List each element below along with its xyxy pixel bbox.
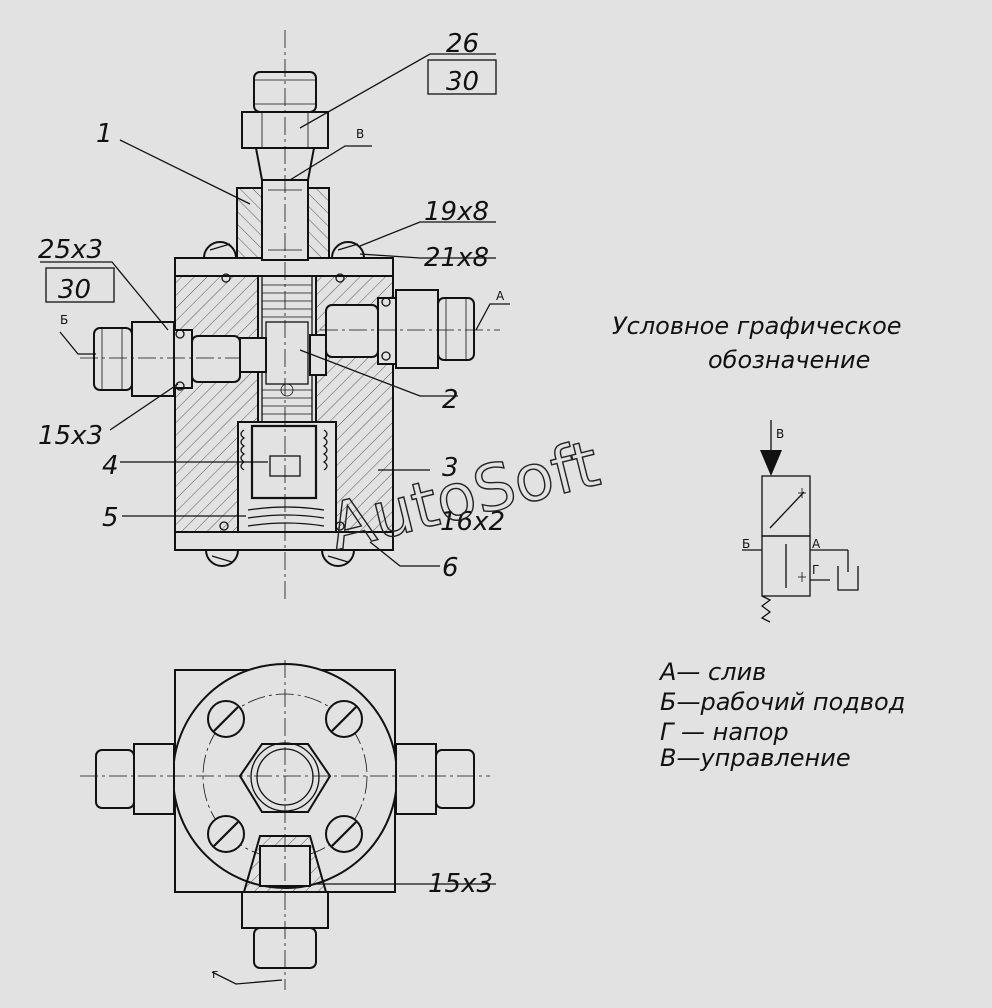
label-3: 3	[442, 453, 459, 483]
label-26: 26	[446, 29, 479, 59]
valve-symbol: В Б А Г	[742, 420, 859, 623]
screws	[202, 241, 366, 567]
symbol-area: Условное графическое обозначение В Б А Г	[612, 312, 902, 623]
label-4: 4	[102, 451, 119, 481]
label-b: Б	[60, 313, 68, 327]
label-30-left: 30	[58, 275, 91, 305]
flange-screws	[207, 700, 363, 853]
label-a: А	[496, 289, 505, 303]
section-view	[80, 30, 500, 600]
top-view	[80, 660, 490, 990]
label-21x8: 21x8	[424, 243, 489, 273]
label-g: г	[212, 967, 218, 981]
label-6: 6	[442, 553, 459, 583]
legend-item-a: А— слив	[658, 658, 766, 686]
symbol-port-g: Г	[812, 563, 819, 577]
label-2: 2	[442, 385, 459, 415]
legend-item-g: Г — напор	[660, 718, 789, 746]
right-fitting	[325, 289, 475, 369]
seals	[175, 273, 391, 531]
legend-item-v: В—управление	[660, 744, 851, 772]
label-1: 1	[96, 119, 113, 149]
label-15x3-bottom: 15x3	[428, 869, 493, 899]
symbol-port-v: В	[776, 427, 784, 441]
symbol-port-a: А	[812, 537, 821, 551]
label-15x3-left: 15x3	[38, 421, 103, 451]
legend-item-b: Б—рабочий подвод	[660, 688, 905, 716]
label-25x3: 25x3	[38, 235, 103, 265]
leaders	[40, 53, 510, 985]
spring	[240, 429, 328, 527]
label-30-top: 30	[446, 67, 479, 97]
symbol-port-b: Б	[742, 537, 750, 551]
left-fitting	[93, 321, 241, 397]
symbol-title-line2: обозначение	[708, 346, 870, 374]
label-v: В	[356, 127, 364, 141]
label-5: 5	[102, 503, 119, 533]
legend: А— слив Б—рабочий подвод Г — напор В—упр…	[658, 658, 905, 772]
symbol-title-line1: Условное графическое	[612, 312, 902, 340]
callout-labels: 26 30 1 В 19x8 21x8 25x3 30 Б А 2 15x3 4…	[38, 29, 505, 981]
label-16x2: 16x2	[440, 507, 505, 537]
label-19x8: 19x8	[424, 197, 489, 227]
control-arrow	[760, 450, 782, 476]
